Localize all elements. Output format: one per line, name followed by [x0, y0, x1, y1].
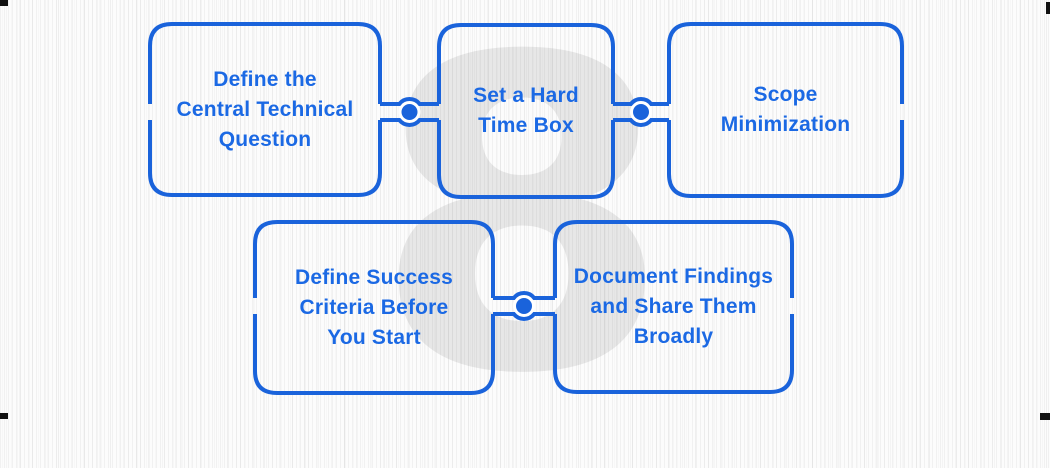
corner-mark-top-right: [1046, 2, 1050, 14]
step-box-border-4: [253, 220, 495, 395]
infographic-canvas: 8: [0, 0, 1050, 433]
connector-node-icon: [401, 104, 418, 120]
connector-line: [493, 312, 555, 321]
corner-mark-bottom-right: [1040, 413, 1050, 420]
connector-line: [613, 97, 669, 106]
step-label-3: Scope Minimization: [720, 83, 851, 136]
step-box-border-2: [437, 23, 615, 199]
connector-2-3: [613, 97, 669, 127]
step-label-4: Define Success Criteria Before You Start: [294, 265, 454, 349]
step-label-5: Document Findings and Share Them Broadly: [573, 265, 774, 348]
connector-node-icon: [516, 298, 532, 314]
step-label-1: Define the Central Technical Question: [176, 67, 354, 151]
step-box-border-3: [667, 22, 904, 198]
step-box-border-5: [553, 220, 794, 394]
corner-mark-top-left: [0, 0, 8, 6]
connector-line: [493, 291, 555, 300]
connector-line: [380, 97, 439, 106]
connector-node-icon: [633, 104, 649, 120]
connector-4-5: [493, 291, 555, 321]
connector-line: [613, 118, 669, 127]
step-label-2: Set a Hard Time Box: [473, 84, 579, 137]
flow-diagram: [148, 22, 904, 395]
connector-1-2: [380, 97, 439, 127]
connector-line: [380, 118, 439, 127]
corner-mark-bottom-left: [0, 413, 8, 419]
step-box-border-1: [148, 22, 382, 197]
